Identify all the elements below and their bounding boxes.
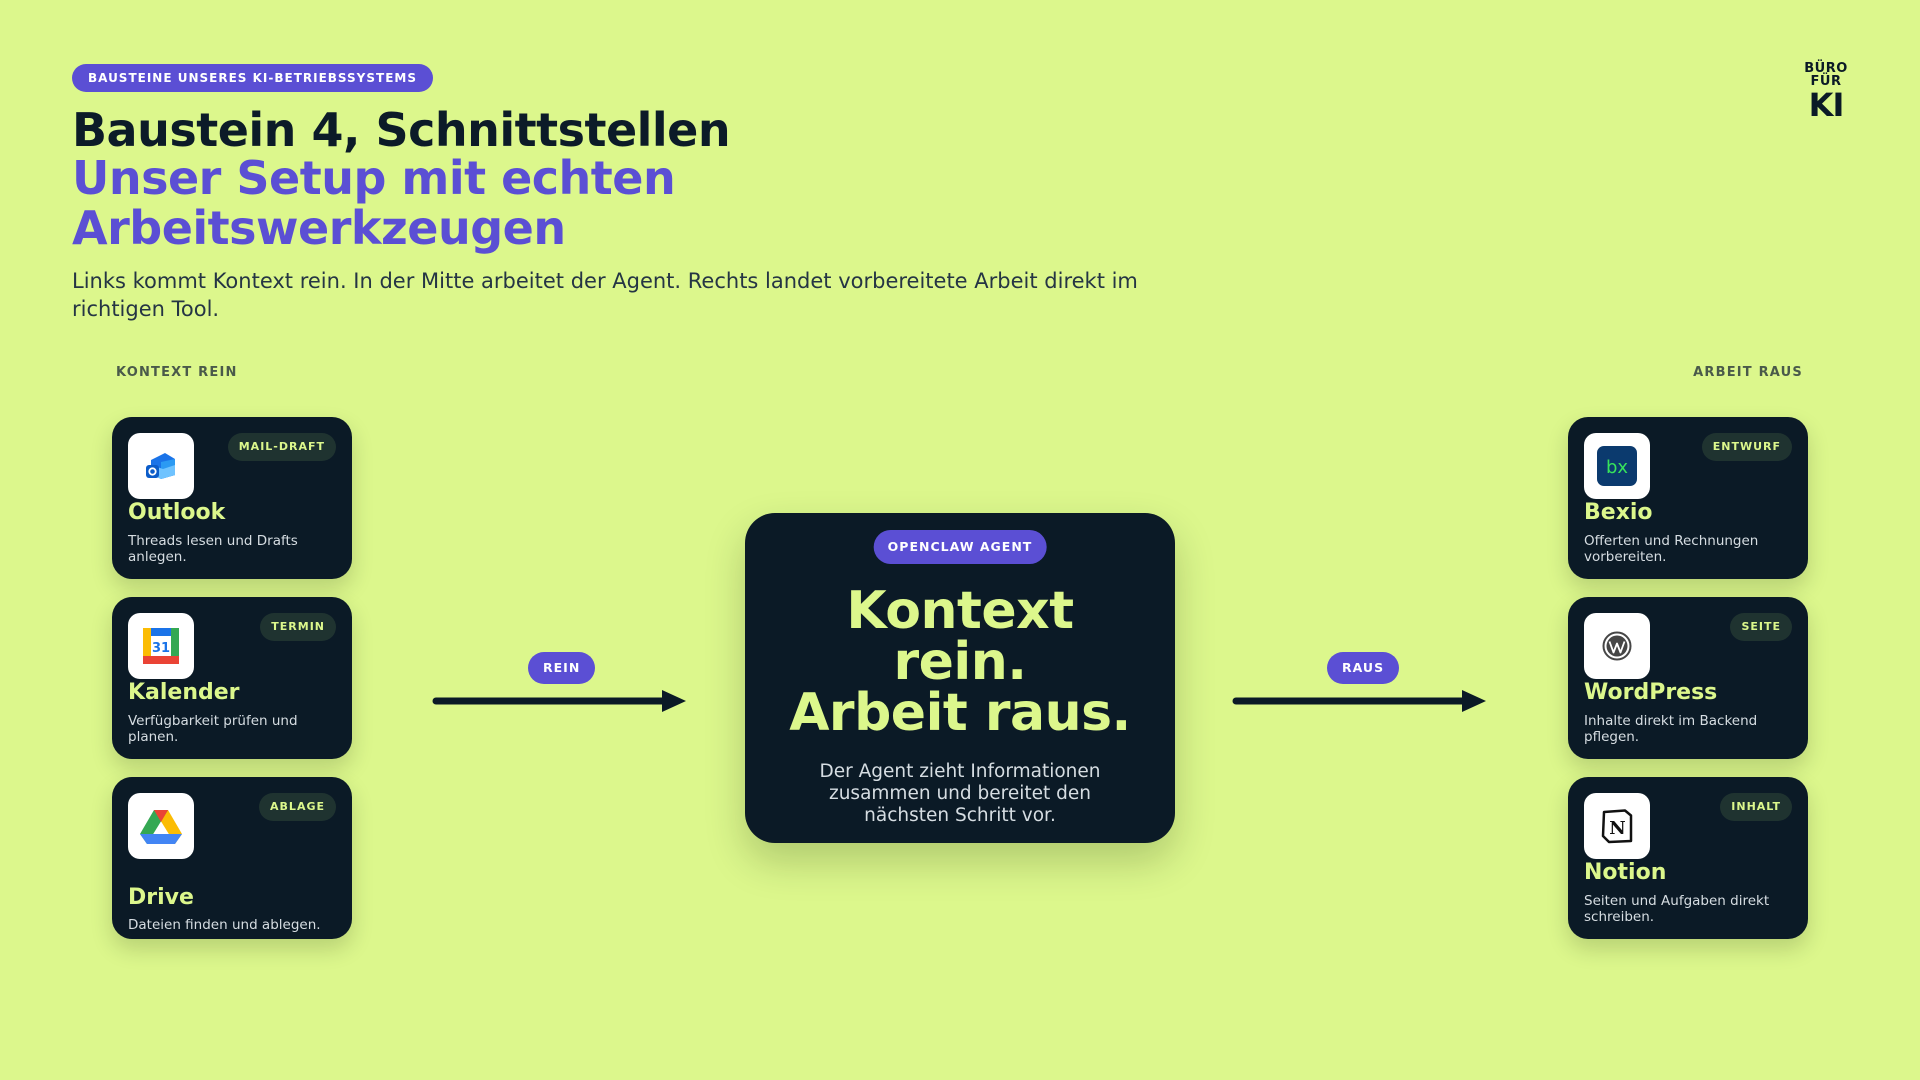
card-title: Outlook <box>128 500 226 525</box>
svg-text:bx: bx <box>1606 457 1628 478</box>
page-subtitle: Unser Setup mit echten Arbeitswerkzeugen <box>72 151 676 255</box>
card-tag: MAIL-DRAFT <box>227 433 336 461</box>
agent-card: OPENCLAW AGENT Kontext rein. Arbeit raus… <box>745 513 1175 843</box>
notion-icon: N <box>1584 793 1650 859</box>
card-description: Offerten und Rechnungen vorbereiten. <box>1584 533 1759 565</box>
column-label-input: KONTEXT REIN <box>116 365 238 380</box>
page-title: Baustein 4, Schnittstellen <box>72 103 731 157</box>
card-title: Kalender <box>128 680 240 705</box>
card-title: WordPress <box>1584 680 1718 705</box>
arrow-label-in: REIN <box>528 652 596 684</box>
buero-fuer-ki-logo: BÜRO FÜR KI <box>1802 62 1850 128</box>
column-label-output: ARBEIT RAUS <box>1693 365 1803 380</box>
google-calendar-icon: 31 <box>128 613 194 679</box>
card-tag: INHALT <box>1720 793 1792 821</box>
tool-card-kalender: 31 TERMIN Kalender Verfügbarkeit prüfen … <box>112 597 352 759</box>
intro-text: Links kommt Kontext rein. In der Mitte a… <box>72 269 1138 321</box>
svg-text:31: 31 <box>152 641 170 656</box>
card-description: Threads lesen und Drafts anlegen. <box>128 533 298 565</box>
card-title: Bexio <box>1584 500 1653 525</box>
card-tag: TERMIN <box>260 613 336 641</box>
card-title: Drive <box>128 885 194 910</box>
card-tag: ENTWURF <box>1701 433 1792 461</box>
tool-card-drive: ABLAGE Drive Dateien finden und ablegen. <box>112 777 352 939</box>
arrow-out-icon <box>1232 690 1486 712</box>
tool-card-notion: N INHALT Notion Seiten und Aufgaben dire… <box>1568 777 1808 939</box>
tool-card-bexio: bx ENTWURF Bexio Offerten und Rechnungen… <box>1568 417 1808 579</box>
section-eyebrow-badge: BAUSTEINE UNSERES KI-BETRIEBSSYSTEMS <box>72 64 433 92</box>
logo-line-2: FÜR <box>1810 74 1842 89</box>
outlook-icon <box>128 433 194 499</box>
logo-line-3: KI <box>1808 86 1845 124</box>
agent-description: Der Agent zieht Informationen zusammen u… <box>819 761 1101 826</box>
google-drive-icon <box>128 793 194 859</box>
card-title: Notion <box>1584 860 1667 885</box>
bexio-icon: bx <box>1584 433 1650 499</box>
tool-card-wordpress: SEITE WordPress Inhalte direkt im Backen… <box>1568 597 1808 759</box>
card-description: Verfügbarkeit prüfen und planen. <box>128 713 298 745</box>
arrow-in-icon <box>432 690 686 712</box>
card-tag: ABLAGE <box>259 793 336 821</box>
card-tag: SEITE <box>1730 613 1792 641</box>
agent-headline: Kontext rein. Arbeit raus. <box>745 581 1175 743</box>
svg-text:N: N <box>1609 818 1625 839</box>
card-description: Dateien finden und ablegen. <box>128 917 321 933</box>
agent-headline-line-2: rein. <box>893 632 1027 692</box>
agent-headline-line-1: Kontext <box>846 581 1074 641</box>
card-description: Inhalte direkt im Backend pflegen. <box>1584 713 1758 745</box>
card-description: Seiten und Aufgaben direkt schreiben. <box>1584 893 1770 925</box>
tool-card-outlook: MAIL-DRAFT Outlook Threads lesen und Dra… <box>112 417 352 579</box>
logo-line-1: BÜRO <box>1804 61 1848 76</box>
agent-headline-line-3: Arbeit raus. <box>789 683 1131 743</box>
agent-badge: OPENCLAW AGENT <box>873 530 1047 564</box>
arrow-label-out: RAUS <box>1327 652 1400 684</box>
wordpress-icon <box>1584 613 1650 679</box>
